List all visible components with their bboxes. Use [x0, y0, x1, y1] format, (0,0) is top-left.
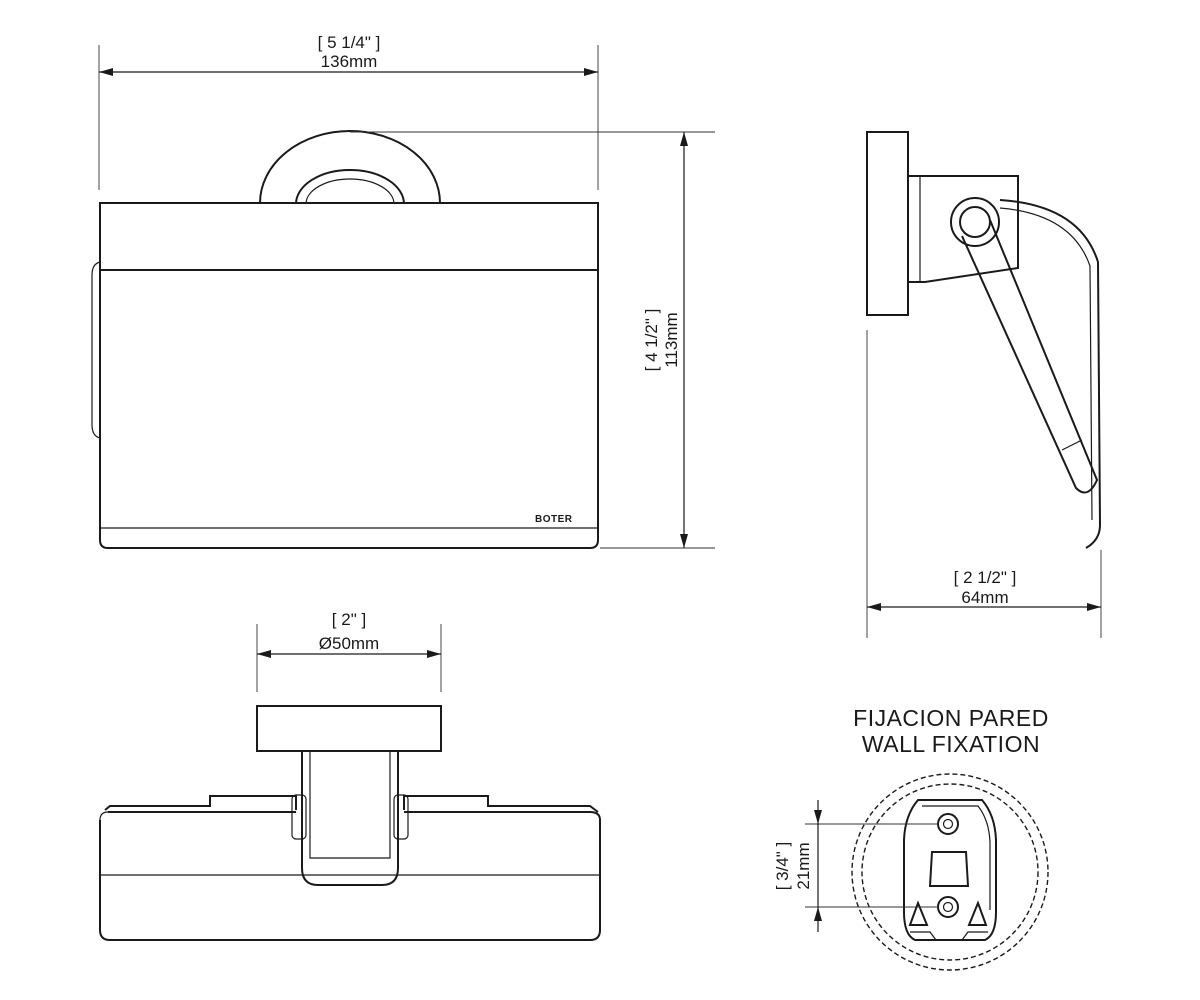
- depth-arrow-right: [1087, 603, 1101, 611]
- height-dimension: [ 4 1/2" ] 113mm: [350, 131, 715, 549]
- fixation-outline-outer: [851, 773, 1049, 971]
- height-arrow-bottom: [680, 534, 688, 548]
- side-arm-tip-line: [1061, 439, 1083, 451]
- side-bracket: [908, 175, 1019, 283]
- side-cover-inner: [999, 207, 1093, 521]
- side-arm: [961, 219, 1099, 494]
- screw-hole-top-center: [942, 818, 954, 830]
- top-flange: [256, 705, 442, 752]
- fixation-tooth-left: [908, 900, 929, 926]
- top-view: [99, 705, 601, 941]
- width-dimension: [ 5 1/4" ] 136mm: [98, 33, 599, 190]
- fixation-plate: [903, 799, 997, 941]
- fixation-base: [910, 931, 988, 941]
- pitch-arrow-bottom: [814, 907, 822, 921]
- top-hinge-right: [393, 794, 409, 840]
- pitch-dimension: [ 3/4" ] 21mm: [773, 800, 938, 932]
- height-imperial-label: [ 4 1/2" ]: [642, 309, 661, 372]
- top-hinge-left: [291, 794, 307, 840]
- side-view: [866, 131, 1102, 549]
- front-rosette-inner: [295, 169, 405, 205]
- front-rosette-ring: [305, 178, 395, 205]
- front-cover: [99, 202, 599, 549]
- width-arrow-right: [584, 68, 598, 76]
- pitch-imperial-label: [ 3/4" ]: [773, 842, 792, 891]
- fixation-title-en: WALL FIXATION: [862, 731, 1040, 757]
- side-pivot-outer: [950, 197, 1000, 247]
- screw-hole-top: [937, 813, 959, 835]
- top-cover-left: [104, 795, 297, 811]
- fixation-tooth-right: [967, 900, 988, 926]
- side-pivot-inner: [959, 206, 991, 238]
- side-cover-profile: [999, 199, 1102, 549]
- top-cover-right: [403, 795, 599, 813]
- pitch-metric-label: 21mm: [794, 842, 813, 889]
- front-view: BOTER: [91, 130, 599, 549]
- depth-dimension: [ 2 1/2" ] 64mm: [866, 330, 1102, 638]
- fixation-plate-inner: [922, 805, 991, 910]
- top-bracket-inner: [309, 751, 391, 859]
- fixation-outline-inner: [861, 783, 1039, 961]
- flange-arrow-left: [257, 650, 271, 658]
- front-roll-hint: [91, 261, 101, 439]
- top-cover-body: [99, 811, 601, 941]
- brand-logo: BOTER: [535, 514, 573, 525]
- flange-metric-label: Ø50mm: [319, 634, 379, 653]
- height-metric-label: 113mm: [662, 312, 681, 367]
- flange-imperial-label: [ 2" ]: [332, 610, 366, 629]
- top-bracket-outer: [301, 751, 399, 886]
- screw-hole-bottom-center: [942, 901, 954, 913]
- side-wall-plate: [866, 131, 909, 316]
- depth-arrow-left: [867, 603, 881, 611]
- top-cover-corner: [99, 811, 109, 821]
- width-imperial-label: [ 5 1/4" ]: [318, 33, 381, 52]
- width-arrow-left: [99, 68, 113, 76]
- height-arrow-top: [680, 132, 688, 146]
- wall-fixation-detail: FIJACION PARED WALL FIXATION: [851, 705, 1049, 971]
- pitch-arrow-top: [814, 810, 822, 824]
- width-metric-label: 136mm: [321, 52, 378, 71]
- fixation-title-es: FIJACION PARED: [853, 705, 1049, 731]
- front-rosette-outer: [259, 130, 441, 204]
- depth-metric-label: 64mm: [961, 588, 1008, 607]
- fixation-slot: [928, 851, 970, 887]
- depth-imperial-label: [ 2 1/2" ]: [954, 568, 1017, 587]
- screw-hole-bottom: [937, 896, 959, 918]
- flange-dimension: [ 2" ] Ø50mm: [256, 610, 442, 692]
- flange-arrow-right: [427, 650, 441, 658]
